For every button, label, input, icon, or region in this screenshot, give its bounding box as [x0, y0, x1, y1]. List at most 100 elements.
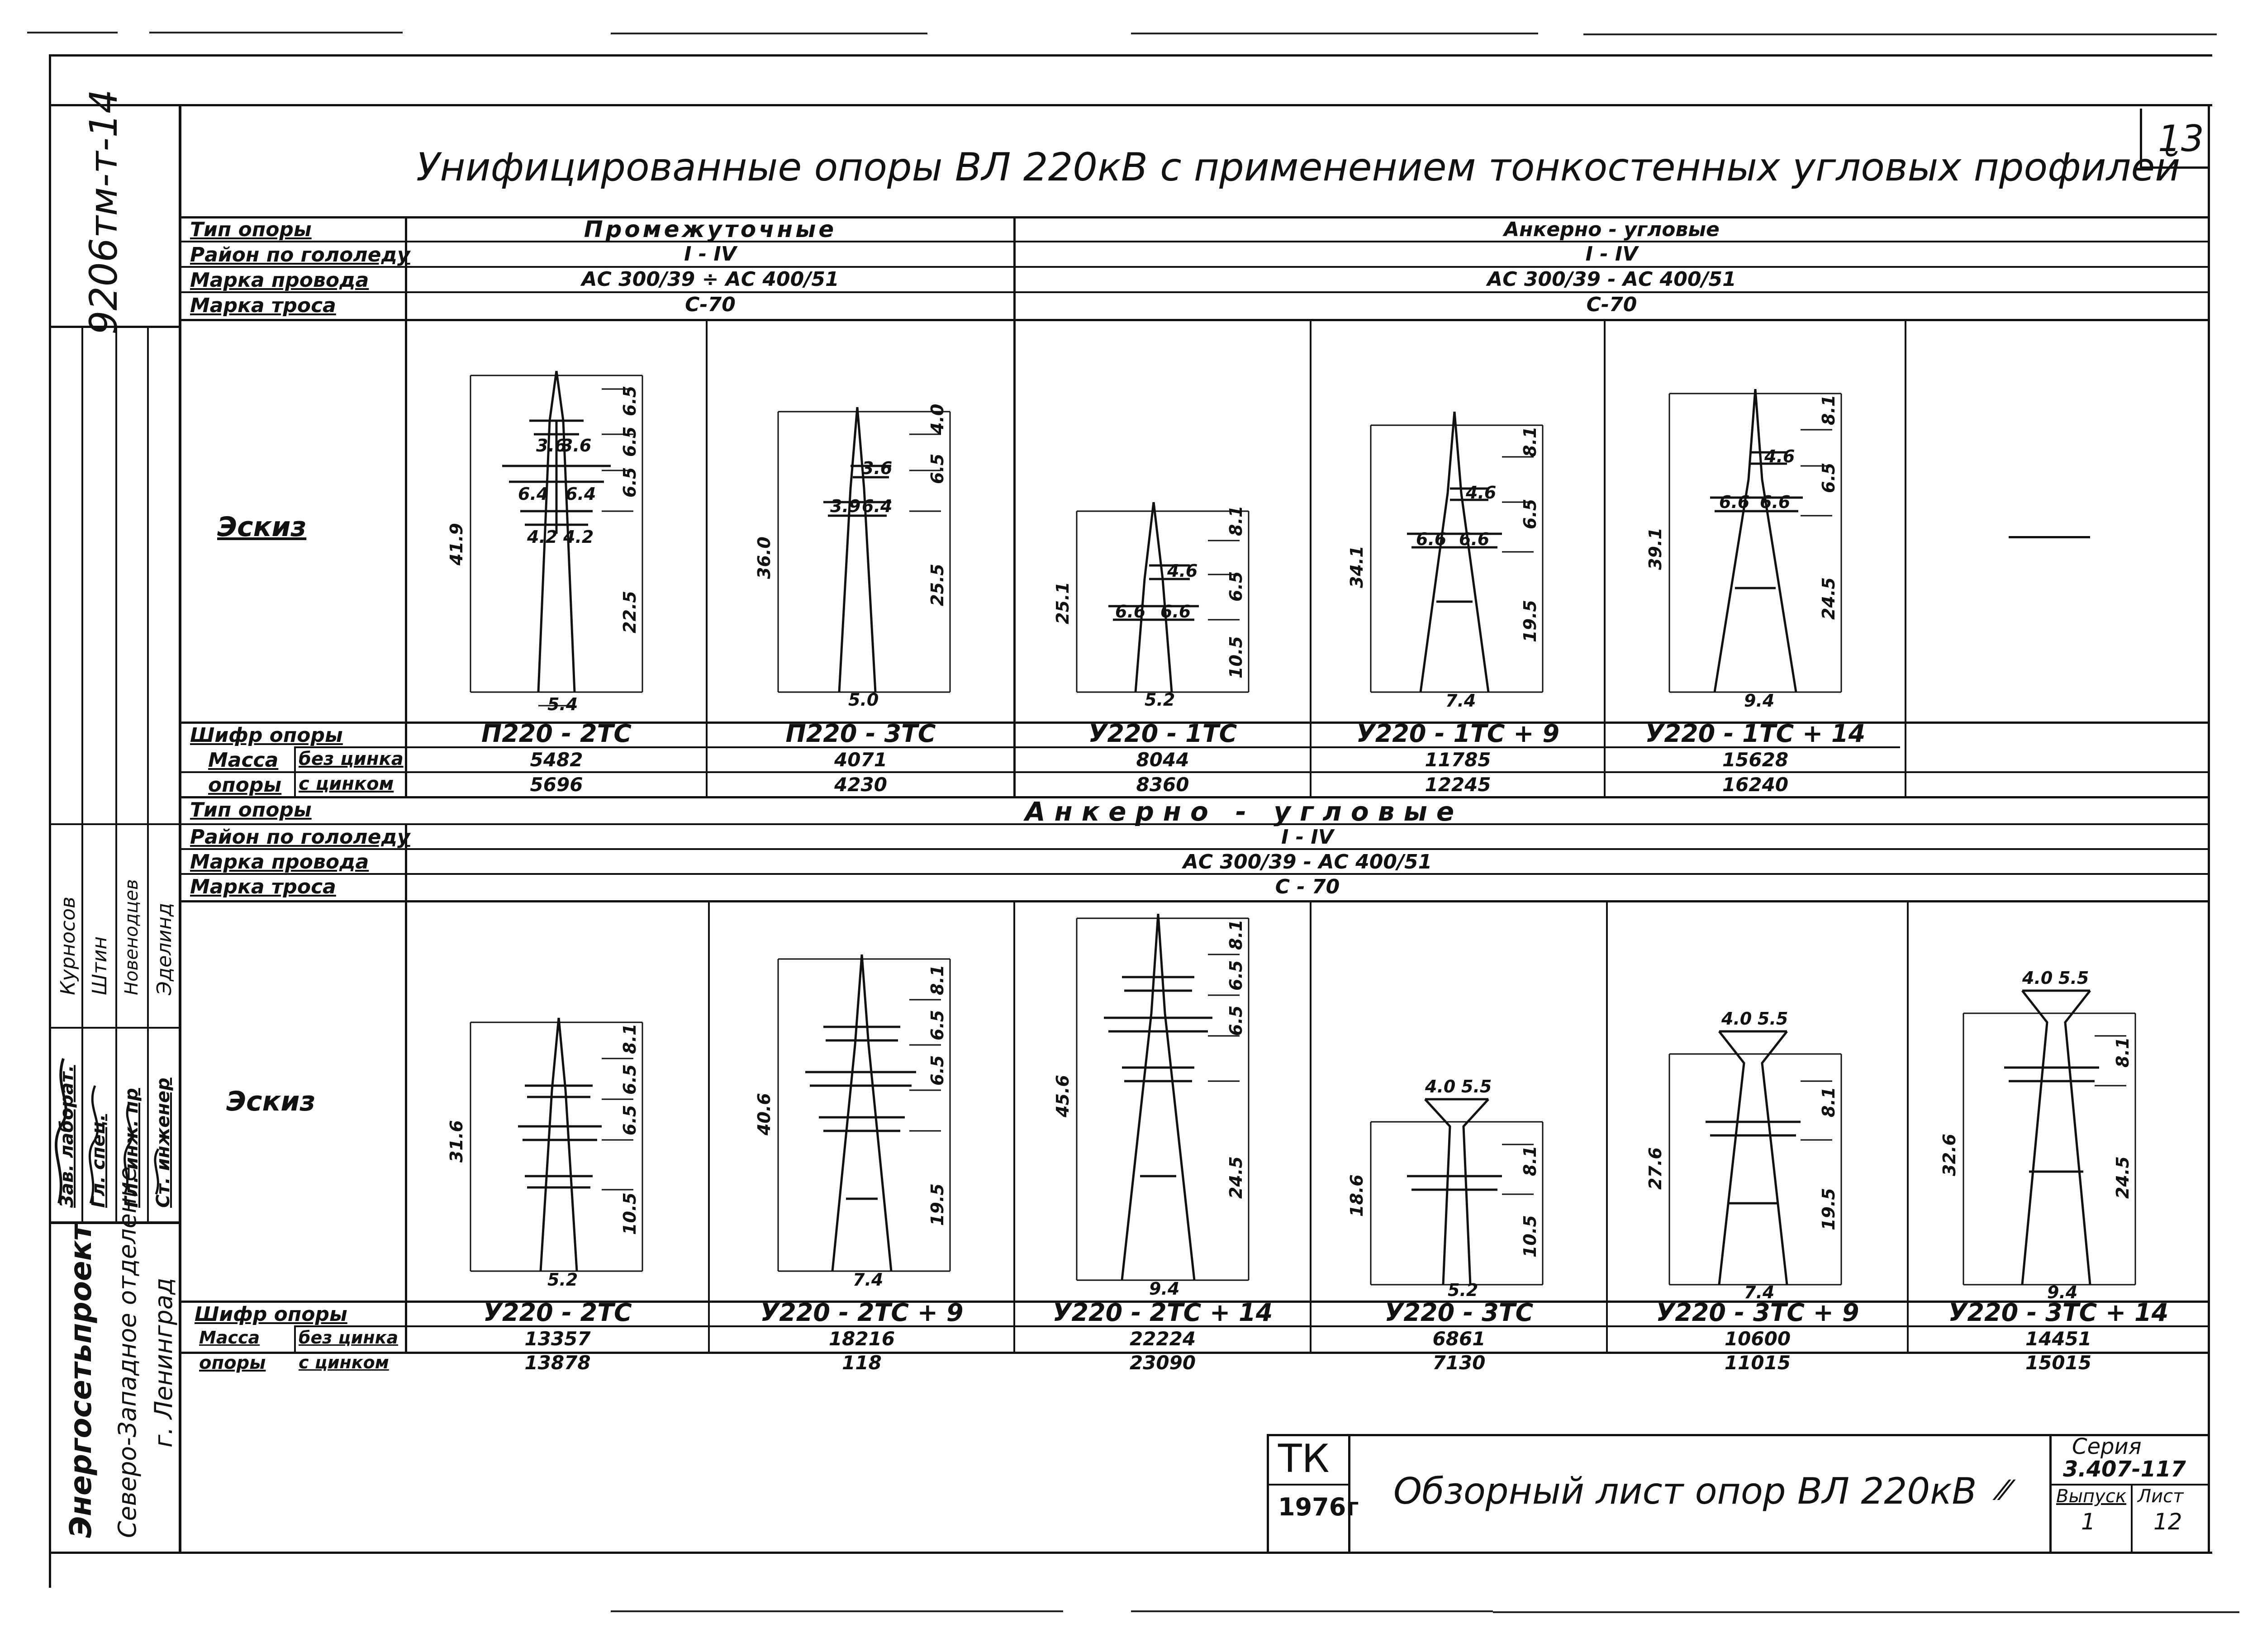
mass-no-zinc: 5482 — [530, 749, 583, 771]
scan-dash — [611, 33, 927, 34]
dim-label: 5.4 — [547, 694, 578, 714]
tower-code: У220 - 2ТС — [483, 1298, 632, 1327]
mass-no-zinc: 8044 — [1136, 749, 1189, 771]
cable-right: С-70 — [1586, 293, 1637, 316]
dim-label: 4.0 — [1721, 1009, 1752, 1029]
side-line — [81, 326, 83, 1221]
scan-dash — [1493, 1611, 2239, 1613]
mass-no-zinc: 18216 — [828, 1328, 895, 1350]
dim-label: 19.5 — [1819, 1188, 1839, 1230]
org-city: г. Ленинград — [149, 1277, 178, 1448]
label-type: Тип опоры — [190, 218, 312, 241]
label-nozinc-bottom: без цинка — [299, 1328, 399, 1348]
tower-sketch-u220-1tc: 25.1 8.1 6.5 10.5 4.6 6.6 6.6 5.2 — [1053, 502, 1250, 710]
org-branch: Северо-Западное отделение — [113, 1166, 142, 1538]
dim-label: 6.6 — [1459, 529, 1489, 549]
dim-label: 6.5 — [620, 1064, 640, 1095]
scan-dash — [149, 32, 403, 33]
grid-line — [181, 873, 2208, 875]
stamp-line — [1348, 1434, 1350, 1552]
frame-line — [50, 104, 2212, 106]
tower-sketch-p220-3tc: 36.0 4.0 6.5 25.5 3.6 3.9 6.4 5.0 — [754, 404, 951, 710]
label-ice-2: Район по гололеду — [190, 826, 410, 849]
tower-sketch-u220-2tc-14: 45.6 8.1 6.5 6.5 24.5 9.4 — [1053, 913, 1250, 1299]
dim-label: 8.1 — [927, 965, 947, 995]
tower-code: У220 - 3ТС + 9 — [1656, 1298, 1859, 1327]
grid-line — [706, 319, 708, 798]
label-wire-2: Марка провода — [190, 850, 369, 873]
series-value: 3.407-117 — [2063, 1457, 2186, 1482]
grid-line — [708, 900, 710, 1353]
tower-sketch-u220-1tc-9: 34.1 8.1 6.5 19.5 4.6 6.6 6.6 7.4 — [1347, 411, 1544, 711]
dim-label: 6.5 — [620, 427, 640, 457]
dim-label: 6.5 — [1226, 571, 1246, 602]
tower-sketch-u220-2tc-9: 40.6 8.1 6.5 6.5 19.5 7.4 — [754, 954, 951, 1290]
tower-code: П220 - 3ТС — [785, 719, 936, 748]
dim-height: 41.9 — [447, 523, 466, 566]
dim-label: 4.6 — [1167, 561, 1198, 581]
region-right: I - IV — [1585, 242, 1638, 266]
dim-label: 18.6 — [1347, 1174, 1367, 1217]
grid-line — [181, 266, 2208, 268]
mass-zinc: 12245 — [1425, 774, 1491, 796]
dim-label: 4.0 — [927, 404, 947, 435]
label-sketch-bottom: Эскиз — [226, 1086, 316, 1117]
dim-label: 5.2 — [547, 1270, 578, 1290]
dim-label: 40.6 — [754, 1093, 774, 1136]
dim-label: 3.6 — [536, 436, 566, 456]
dim-label: 8.1 — [1226, 506, 1246, 536]
tower-code: У220 - 3ТС — [1384, 1298, 1534, 1327]
album-code: 9206тм-т-14 — [81, 89, 126, 335]
dim-label: 25.5 — [927, 564, 947, 606]
mass-zinc: 118 — [842, 1352, 882, 1374]
dim-label: 7.4 — [1744, 1282, 1774, 1302]
mass-zinc: 23090 — [1129, 1352, 1196, 1374]
dim-label: 27.6 — [1645, 1147, 1665, 1190]
dim-label: 4.2 — [527, 527, 557, 547]
dim-label: 5.2 — [1145, 690, 1175, 710]
label-type-2: Тип опоры — [190, 798, 312, 821]
label-cable: Марка троса — [190, 294, 336, 317]
stamp-year: 1976г — [1278, 1493, 1359, 1521]
dim-label: 6.5 — [927, 454, 947, 484]
dim-label: 25.1 — [1053, 582, 1073, 624]
scan-dash — [1583, 33, 2217, 35]
grid-line — [1310, 900, 1312, 1353]
dim-label: 6.4 — [518, 484, 548, 504]
dim-label: 24.5 — [2113, 1156, 2133, 1199]
dim-label: 6.6 — [1760, 492, 1790, 512]
dim-label: 19.5 — [927, 1183, 947, 1226]
mass-no-zinc: 22224 — [1129, 1328, 1196, 1350]
dim-label: 5.2 — [1448, 1280, 1478, 1300]
frame-bottom — [50, 1552, 2212, 1554]
grid-line — [1606, 900, 1608, 1353]
empty-cell-dash — [2009, 536, 2090, 538]
wire-left: АС 300/39 ÷ АС 400/51 — [581, 268, 839, 291]
side-line — [115, 326, 117, 1221]
cable-left: С-70 — [685, 293, 736, 316]
dim-label: 6.6 — [1115, 602, 1145, 622]
scan-dash — [1131, 33, 1538, 34]
page-title: Унифицированные опоры ВЛ 220кВ с примене… — [416, 145, 2181, 190]
dim-label: 8.1 — [1226, 920, 1246, 950]
frame-top — [50, 54, 2212, 57]
stamp-line — [2049, 1434, 2052, 1552]
dim-label: 10.5 — [620, 1192, 640, 1235]
grid-line — [181, 796, 2208, 798]
dim-label: 9.4 — [1744, 691, 1774, 711]
issue-value: 1 — [2081, 1509, 2096, 1535]
dim-label: 8.1 — [1520, 427, 1540, 457]
mass-zinc: 7130 — [1432, 1352, 1486, 1374]
grid-line — [405, 823, 407, 1353]
dim-label: 6.4 — [566, 484, 596, 504]
mass-no-zinc: 10600 — [1724, 1328, 1791, 1350]
org-name: Энергосетьпроект — [63, 1223, 98, 1538]
label-mass2-top: опоры — [208, 774, 282, 797]
side-line — [147, 326, 149, 1221]
dim-label: 5.0 — [848, 690, 879, 710]
mass-no-zinc: 6861 — [1432, 1328, 1486, 1350]
mass-no-zinc: 15628 — [1722, 749, 1789, 771]
tower-sketch-u220-1tc-14: 39.1 8.1 6.5 24.5 4.6 6.6 6.6 9.4 — [1645, 389, 1842, 711]
sheet-number: 13 — [2158, 118, 2204, 160]
tower-sketch-u220-2tc: 31.6 8.1 6.5 6.5 10.5 5.2 — [447, 1017, 643, 1290]
